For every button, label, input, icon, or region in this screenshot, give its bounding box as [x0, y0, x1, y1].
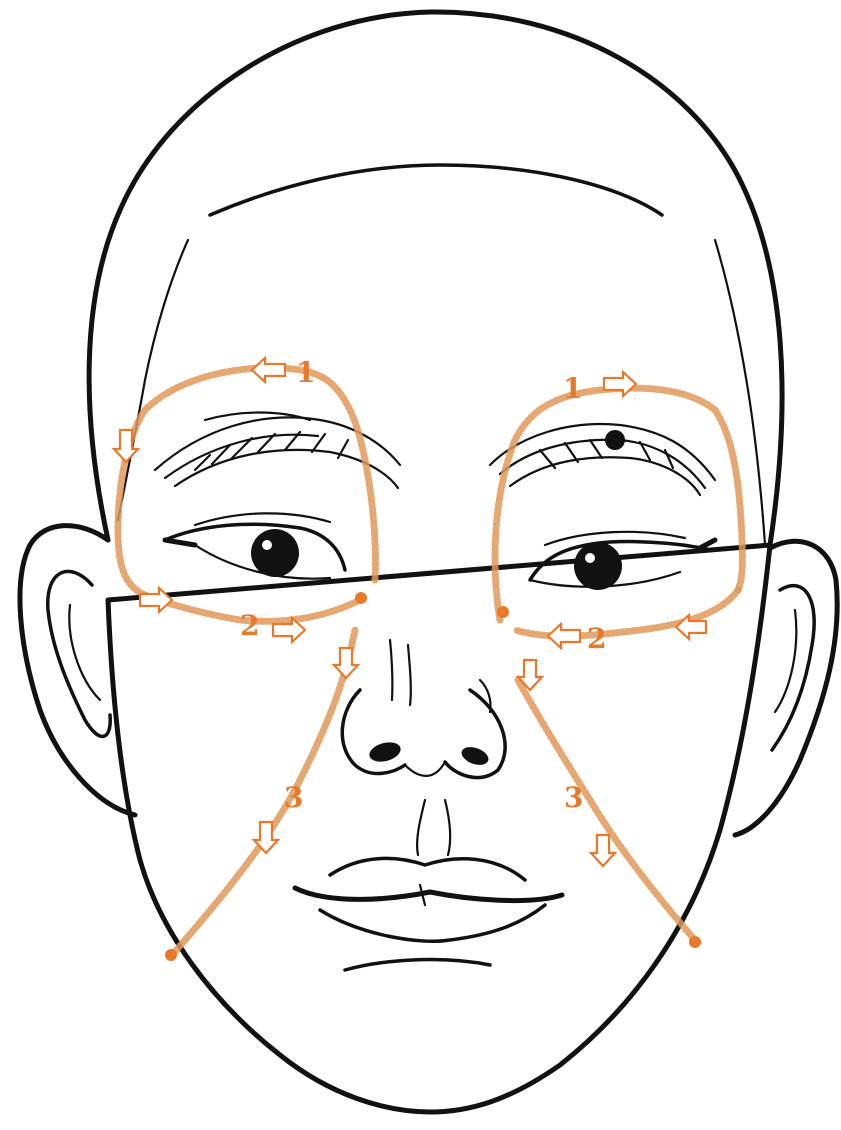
endpoint-dot-left-jaw	[165, 949, 177, 961]
arrow-down-icon	[591, 835, 615, 866]
head-outline	[89, 12, 782, 1112]
arrow-left-icon	[252, 358, 285, 382]
hairline	[210, 165, 662, 215]
endpoint-dot-left-eye	[355, 592, 367, 604]
right-ear-inner-2	[775, 610, 796, 712]
left-ear-inner-2	[69, 605, 100, 700]
label-left-2: 2	[240, 609, 259, 642]
arrow-down-icon	[334, 648, 358, 678]
label-right-2: 2	[587, 622, 606, 655]
temple-left	[118, 240, 188, 520]
face-line-art	[20, 12, 837, 1112]
label-left-3: 3	[284, 781, 303, 814]
left-ear-inner	[48, 571, 110, 736]
label-left-1: 1	[296, 356, 315, 389]
left-eye	[165, 513, 345, 578]
endpoint-dot-right-jaw	[689, 936, 701, 948]
philtrum	[417, 800, 450, 855]
mouth	[295, 858, 562, 970]
right-eyebrow	[490, 424, 715, 495]
guide-left-3	[172, 630, 355, 955]
label-right-1: 1	[563, 372, 582, 405]
label-right-3: 3	[564, 781, 583, 814]
guide-left-1	[118, 368, 375, 595]
nose	[342, 640, 505, 778]
arrow-left-icon	[548, 624, 580, 648]
left-ear	[20, 526, 135, 815]
endpoint-dot-right-eye	[497, 606, 509, 618]
